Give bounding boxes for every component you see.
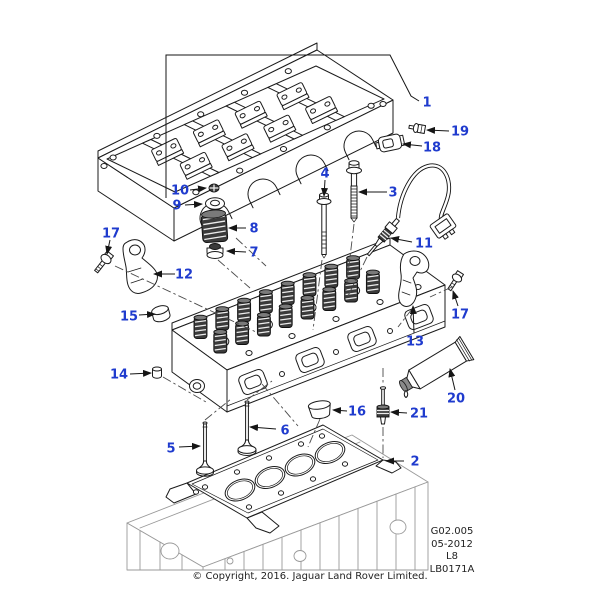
callout-17[interactable]: 17	[102, 227, 120, 242]
callout-11[interactable]: 11	[415, 237, 433, 252]
drawing-info-panel: G02.005 05-2012 L8 LB0171A	[404, 526, 500, 576]
sealant-tube-part	[399, 335, 475, 398]
callout-leader-9	[184, 200, 203, 208]
callout-3[interactable]: 3	[388, 186, 397, 201]
sensor-18-part	[375, 133, 406, 153]
drawing-date: 05-2012	[431, 538, 473, 550]
sensor-11-part	[366, 163, 457, 257]
valve-spring-part	[200, 209, 229, 244]
callout-13[interactable]: 13	[406, 335, 424, 350]
callout-18[interactable]: 18	[423, 141, 441, 156]
callout-leader-7	[226, 247, 247, 255]
callout-leader-4	[321, 179, 328, 197]
bolt-17-left-part	[94, 250, 114, 274]
spring-retainer-part	[205, 197, 225, 211]
bolt-4-part	[316, 192, 332, 259]
valve-6-part	[237, 400, 257, 456]
drawing-sheet: L8	[446, 551, 458, 562]
callout-1[interactable]: 1	[422, 96, 431, 111]
stud-21-part	[376, 386, 390, 425]
callout-leader-13	[409, 305, 417, 334]
callout-8[interactable]: 8	[249, 222, 258, 237]
callout-leader-20	[448, 368, 456, 391]
drawing-number: G02.005	[430, 526, 474, 537]
cap-16-part	[307, 400, 331, 420]
bracket-13-part	[398, 250, 430, 307]
bolt-19-part	[408, 123, 427, 135]
callout-leader-15	[138, 311, 156, 318]
callout-7[interactable]: 7	[249, 246, 258, 261]
callout-leader-17	[452, 290, 459, 307]
valve-collet-part	[208, 183, 220, 193]
bolt-3-part	[346, 160, 362, 223]
drawing-ref: LB0171A	[429, 563, 475, 575]
callout-leader-14	[129, 369, 152, 377]
callout-14[interactable]: 14	[110, 368, 128, 383]
camshaft-carrier-drawing	[97, 42, 394, 242]
callout-leader-11	[390, 236, 413, 243]
callout-leader-18	[402, 141, 423, 149]
callout-9[interactable]: 9	[172, 199, 181, 214]
valve-5-part	[196, 421, 214, 477]
callout-leader-6	[249, 424, 277, 432]
callout-leader-21	[390, 409, 408, 416]
callout-leader-19	[426, 126, 450, 134]
valve-stem-seal-part	[206, 243, 224, 259]
callout-21[interactable]: 21	[410, 407, 428, 422]
bracket-12-part	[122, 239, 158, 294]
plug-14-part	[152, 366, 162, 379]
callout-leader-17	[105, 239, 113, 255]
callout-20[interactable]: 20	[447, 392, 465, 407]
callout-4[interactable]: 4	[320, 167, 329, 182]
callout-leader-1	[165, 54, 420, 198]
callout-6[interactable]: 6	[280, 424, 289, 439]
head-gasket-drawing	[165, 424, 402, 534]
callout-17[interactable]: 17	[451, 308, 469, 323]
assembly-centerlines	[114, 223, 453, 458]
callout-15[interactable]: 15	[120, 310, 138, 325]
callout-2[interactable]: 2	[410, 455, 419, 470]
copyright-notice: © Copyright, 2016. Jaguar Land Rover Lim…	[192, 571, 428, 582]
callout-leader-5	[178, 442, 201, 450]
callout-10[interactable]: 10	[171, 184, 189, 199]
callout-leader-10	[189, 185, 207, 193]
callout-16[interactable]: 16	[348, 405, 366, 420]
callout-leader-16	[332, 407, 348, 415]
cylinder-head-drawing	[171, 237, 446, 413]
callout-19[interactable]: 19	[451, 125, 469, 140]
callout-5[interactable]: 5	[166, 442, 175, 457]
callout-12[interactable]: 12	[175, 268, 193, 283]
